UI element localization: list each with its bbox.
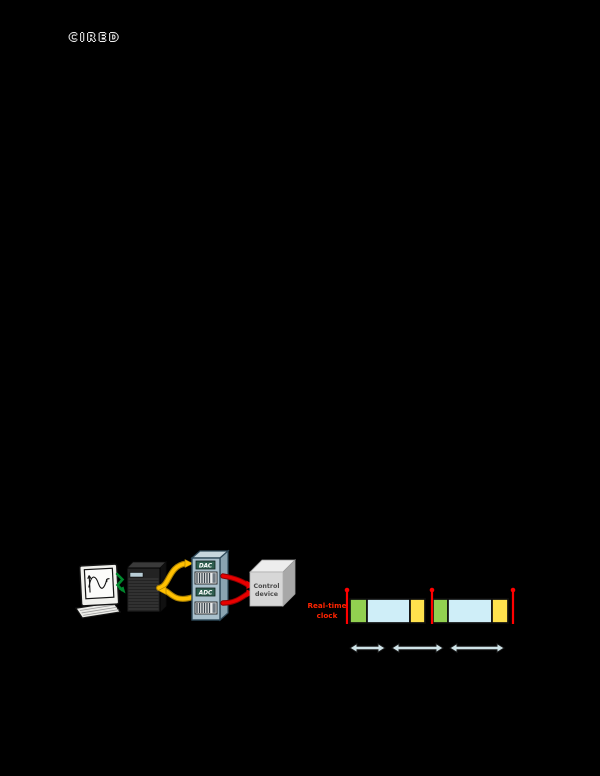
host-link-arrow bbox=[115, 572, 126, 594]
adc-card-connector bbox=[212, 603, 216, 613]
adc-card-stripes bbox=[196, 603, 211, 613]
timing-frames bbox=[349, 598, 509, 624]
timestep-span-arrow bbox=[449, 642, 505, 654]
rack-side bbox=[219, 549, 229, 622]
frame2-segment-yellow bbox=[491, 598, 509, 624]
adc-card-cage bbox=[194, 601, 218, 615]
dac-card-connector bbox=[212, 573, 216, 583]
keyboard-row bbox=[79, 604, 115, 611]
io-rack: DAC ADC bbox=[190, 549, 230, 622]
simulator-server bbox=[126, 561, 167, 613]
frame2-segment-green bbox=[432, 598, 449, 624]
adc-module bbox=[195, 587, 216, 597]
dac-card-cage bbox=[194, 571, 218, 585]
hil-setup-figure: DAC ADC bbox=[72, 546, 312, 638]
control-device: Control device bbox=[249, 559, 296, 607]
device-front bbox=[249, 571, 284, 607]
dac-card-stripes bbox=[196, 573, 211, 583]
dac-module-label: DAC bbox=[199, 563, 213, 569]
server-top bbox=[126, 561, 167, 569]
timing-ticks bbox=[344, 587, 516, 624]
frame1-segment-cyan bbox=[366, 598, 411, 624]
timestep-span-arrow bbox=[391, 642, 444, 654]
keyboard-row bbox=[81, 606, 117, 614]
dac-signal-arrow bbox=[156, 559, 194, 591]
frame1-segment-green bbox=[349, 598, 368, 624]
realtime-clock-label-1: Real-time bbox=[308, 601, 347, 610]
cired-logo: CIRED bbox=[69, 31, 122, 44]
frame1-segment-yellow bbox=[409, 598, 426, 624]
adc-module-label: ADC bbox=[198, 590, 213, 596]
monitor-screen bbox=[83, 567, 115, 600]
hil-setup-svg: DAC ADC bbox=[74, 549, 296, 622]
dac-module bbox=[195, 560, 216, 570]
keyboard-row bbox=[83, 609, 119, 616]
control-device-label-2: device bbox=[255, 591, 278, 598]
host-workstation bbox=[74, 563, 122, 619]
waveform-trace bbox=[87, 575, 110, 593]
realtime-clock-label-2: clock bbox=[317, 611, 338, 620]
server-slats bbox=[128, 578, 159, 610]
frame2-segment-cyan bbox=[447, 598, 493, 624]
realtime-tick-head bbox=[344, 587, 350, 593]
timing-figure: Real-time clock bbox=[300, 585, 520, 665]
realtime-tick-head bbox=[429, 587, 435, 593]
adc-signal-arrow bbox=[157, 586, 196, 602]
realtime-tick-head bbox=[510, 587, 516, 593]
timing-svg: Real-time clock bbox=[308, 587, 516, 654]
timestep-span-arrow bbox=[349, 642, 386, 654]
control-device-label-1: Control bbox=[253, 583, 279, 590]
server-panel bbox=[129, 572, 144, 578]
timing-span-arrows bbox=[349, 642, 505, 654]
